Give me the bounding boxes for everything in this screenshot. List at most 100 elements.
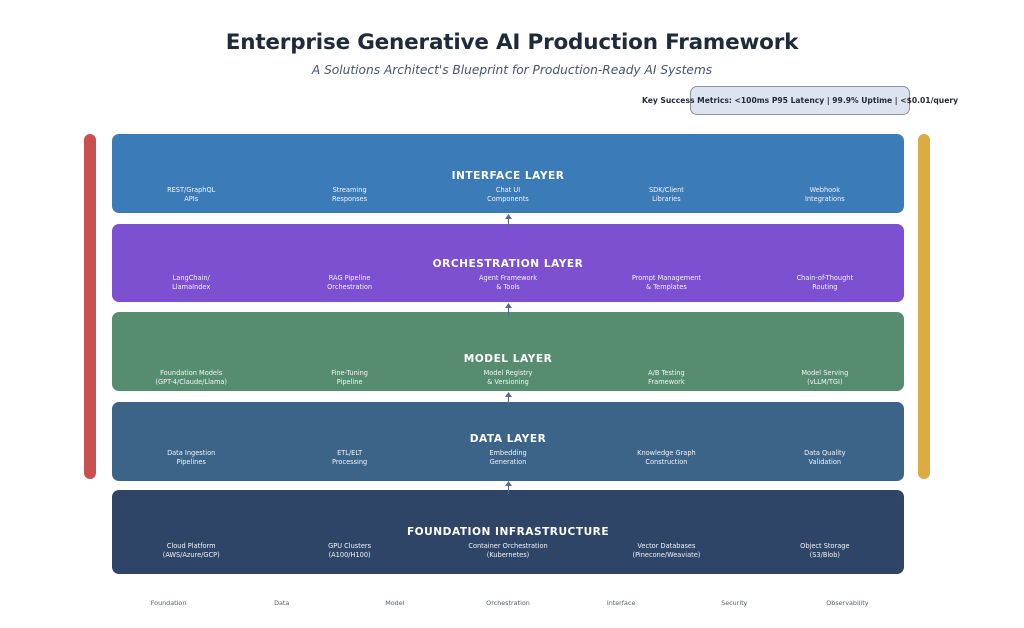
component-line1: Model Serving	[801, 369, 849, 377]
observability-cross-cutting-bar	[918, 134, 930, 479]
component-model-serving[interactable]: Model Serving (vLLM/TGI)	[746, 369, 904, 386]
component-line1: Fine-Tuning	[331, 369, 368, 377]
component-ab-testing-framework[interactable]: A/B Testing Framework	[587, 369, 745, 386]
component-line2: (A100/H100)	[328, 550, 371, 559]
component-line1: Model Registry	[483, 369, 533, 377]
component-rag-pipeline-orchestration[interactable]: RAG Pipeline Orchestration	[270, 274, 428, 291]
layer-data-components: Data Ingestion Pipelines ETL/ELT Process…	[112, 449, 904, 466]
page-subtitle: A Solutions Architect's Blueprint for Pr…	[311, 63, 713, 77]
component-rest-graphql-apis[interactable]: REST/GraphQL APIs	[112, 186, 270, 203]
component-line2: Pipelines	[176, 457, 206, 466]
layer-interface-title: INTERFACE LAYER	[451, 170, 565, 182]
component-line1: Embedding	[489, 449, 527, 457]
component-line1: Agent Framework	[478, 274, 538, 282]
component-line2: Libraries	[652, 194, 681, 203]
component-line1: Chain-of-Thought	[796, 274, 854, 282]
component-sdk-client-libraries[interactable]: SDK/Client Libraries	[587, 186, 745, 203]
component-prompt-management-templates[interactable]: Prompt Management & Templates	[587, 274, 745, 291]
layer-orchestration-components: LangChain/ LlamaIndex RAG Pipeline Orche…	[112, 274, 904, 291]
component-streaming-responses[interactable]: Streaming Responses	[270, 186, 428, 203]
component-chain-of-thought-routing[interactable]: Chain-of-Thought Routing	[746, 274, 904, 291]
layer-model-components: Foundation Models (GPT-4/Claude/Llama) F…	[112, 369, 904, 386]
component-line2: (AWS/Azure/GCP)	[162, 550, 220, 559]
component-cloud-platform[interactable]: Cloud Platform (AWS/Azure/GCP)	[112, 542, 270, 559]
component-line1: REST/GraphQL	[167, 186, 216, 194]
layer-interface[interactable]: INTERFACE LAYER REST/GraphQL APIs Stream…	[112, 134, 904, 213]
component-line1: Prompt Management	[631, 274, 702, 282]
layer-foundation-title: FOUNDATION INFRASTRUCTURE	[406, 526, 610, 538]
component-line1: Foundation Models	[160, 369, 223, 377]
security-cross-cutting-bar	[84, 134, 96, 479]
component-line2: Construction	[645, 457, 688, 466]
arrow-up-icon	[503, 390, 514, 405]
component-line1: Chat UI	[495, 186, 521, 194]
component-embedding-generation[interactable]: Embedding Generation	[429, 449, 587, 466]
arrow-up-icon	[503, 212, 514, 227]
component-line2: & Versioning	[487, 377, 529, 386]
component-line1: A/B Testing	[648, 369, 685, 377]
bottom-label-model: Model	[385, 599, 405, 607]
component-line1: Object Storage	[800, 542, 850, 550]
bottom-label-security: Security	[721, 599, 748, 607]
bottom-label-interface: Interface	[606, 599, 636, 607]
bottom-label-observability: Observability	[826, 599, 869, 607]
component-line1: RAG Pipeline	[328, 274, 371, 282]
component-line2: Validation	[808, 457, 842, 466]
bottom-label-foundation: Foundation	[150, 599, 187, 607]
component-fine-tuning-pipeline[interactable]: Fine-Tuning Pipeline	[270, 369, 428, 386]
component-model-registry-versioning[interactable]: Model Registry & Versioning	[429, 369, 587, 386]
component-line1: Streaming	[332, 186, 367, 194]
component-line1: GPU Clusters	[328, 542, 372, 550]
component-line2: Framework	[648, 377, 685, 386]
component-webhook-integrations[interactable]: Webhook Integrations	[746, 186, 904, 203]
component-line2: & Templates	[646, 282, 687, 291]
arrow-up-icon	[503, 479, 514, 494]
component-line1: LangChain/	[172, 274, 210, 282]
component-line2: (S3/Blob)	[809, 550, 840, 559]
component-container-orchestration[interactable]: Container Orchestration (Kubernetes)	[429, 542, 587, 559]
component-agent-framework-tools[interactable]: Agent Framework & Tools	[429, 274, 587, 291]
component-line2: Processing	[332, 457, 368, 466]
component-line2: Orchestration	[327, 282, 373, 291]
layer-orchestration-title: ORCHESTRATION LAYER	[432, 258, 584, 270]
component-line1: ETL/ELT	[337, 449, 363, 457]
page-title: Enterprise Generative AI Production Fram…	[225, 30, 799, 55]
arrow-up-icon	[503, 301, 514, 316]
component-gpu-clusters[interactable]: GPU Clusters (A100/H100)	[270, 542, 428, 559]
layer-orchestration[interactable]: ORCHESTRATION LAYER LangChain/ LlamaInde…	[112, 224, 904, 302]
component-vector-databases[interactable]: Vector Databases (Pinecone/Weaviate)	[587, 542, 745, 559]
component-line2: (Kubernetes)	[486, 550, 530, 559]
component-line1: Cloud Platform	[166, 542, 216, 550]
component-knowledge-graph-construction[interactable]: Knowledge Graph Construction	[587, 449, 745, 466]
component-line2: & Tools	[496, 282, 520, 291]
layer-foundation-components: Cloud Platform (AWS/Azure/GCP) GPU Clust…	[112, 542, 904, 559]
component-line2: Integrations	[804, 194, 845, 203]
layer-data[interactable]: DATA LAYER Data Ingestion Pipelines ETL/…	[112, 402, 904, 481]
component-line2: (Pinecone/Weaviate)	[632, 550, 701, 559]
component-chat-ui-components[interactable]: Chat UI Components	[429, 186, 587, 203]
layer-model[interactable]: MODEL LAYER Foundation Models (GPT-4/Cla…	[112, 312, 904, 391]
component-line2: Responses	[332, 194, 368, 203]
bottom-label-data: Data	[274, 599, 290, 607]
component-line1: Vector Databases	[637, 542, 696, 550]
component-line1: Webhook	[809, 186, 841, 194]
component-line1: Data Ingestion	[167, 449, 216, 457]
component-line2: Routing	[812, 282, 838, 291]
bottom-label-orchestration: Orchestration	[486, 599, 530, 607]
component-langchain-llamaindex[interactable]: LangChain/ LlamaIndex	[112, 274, 270, 291]
component-line2: LlamaIndex	[172, 282, 211, 291]
component-data-quality-validation[interactable]: Data Quality Validation	[746, 449, 904, 466]
component-foundation-models[interactable]: Foundation Models (GPT-4/Claude/Llama)	[112, 369, 270, 386]
component-line1: Container Orchestration	[468, 542, 548, 550]
bottom-axis-labels: Foundation Data Model Orchestration Inte…	[112, 599, 904, 607]
component-line1: Data Quality	[804, 449, 846, 457]
component-etl-elt-processing[interactable]: ETL/ELT Processing	[270, 449, 428, 466]
component-line1: Knowledge Graph	[637, 449, 696, 457]
component-line2: Pipeline	[336, 377, 363, 386]
layer-model-title: MODEL LAYER	[463, 353, 553, 365]
component-data-ingestion-pipelines[interactable]: Data Ingestion Pipelines	[112, 449, 270, 466]
component-line2: Components	[487, 194, 529, 203]
component-line1: SDK/Client	[648, 186, 684, 194]
component-object-storage[interactable]: Object Storage (S3/Blob)	[746, 542, 904, 559]
layer-foundation-infrastructure[interactable]: FOUNDATION INFRASTRUCTURE Cloud Platform…	[112, 490, 904, 574]
